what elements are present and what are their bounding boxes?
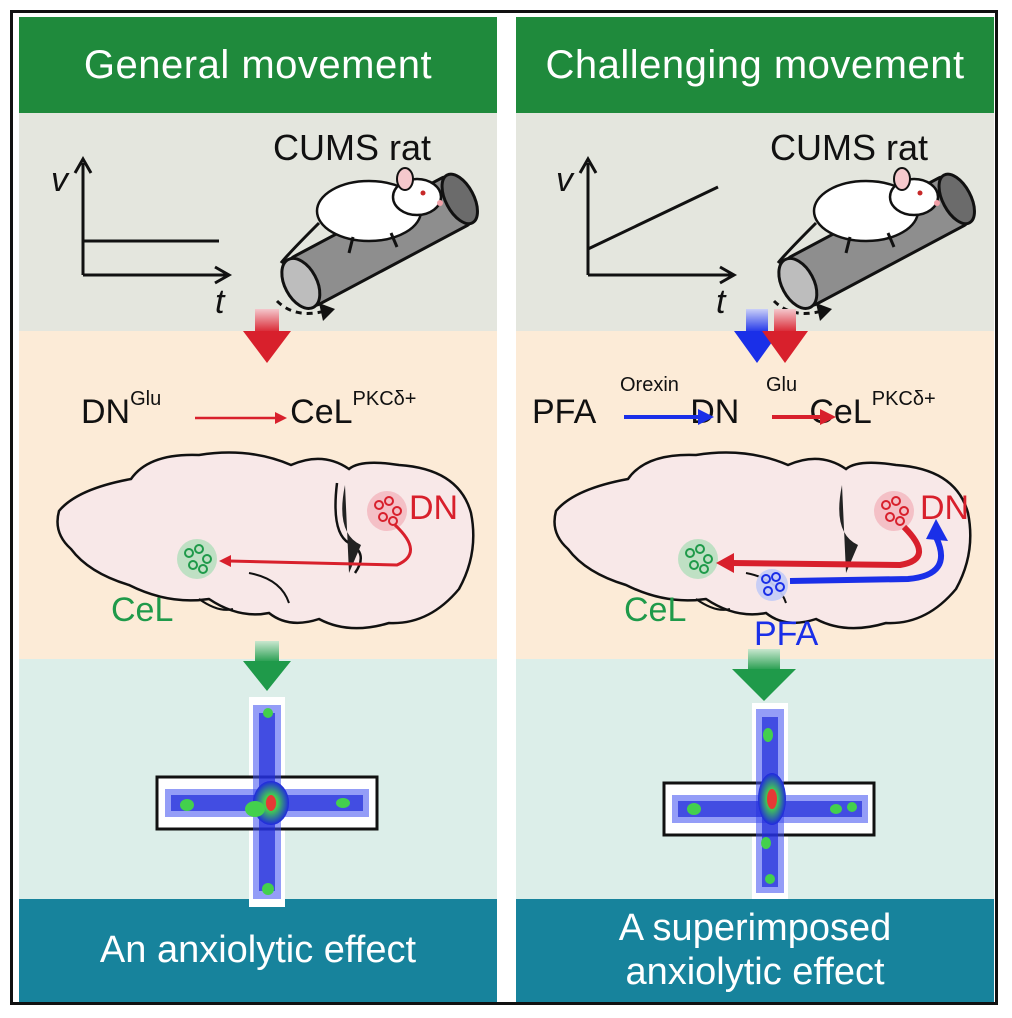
red-down-arrow-icon bbox=[243, 309, 291, 363]
axis-v-label: v bbox=[51, 161, 70, 199]
left-graphics: v t bbox=[51, 155, 479, 907]
footer-superimposed-anxiolytic-effect: A superimposed anxiolytic effect bbox=[516, 899, 994, 1002]
red-down-arrow-icon bbox=[762, 309, 808, 363]
header-challenging-movement: Challenging movement bbox=[516, 17, 994, 113]
velocity-time-graph-icon bbox=[73, 155, 233, 285]
rat-label: CUMS rat bbox=[770, 127, 929, 168]
pathway-red-arrow-icon bbox=[195, 412, 287, 424]
footer-line-2: anxiolytic effect bbox=[625, 950, 885, 993]
panel-challenging-movement: Challenging movement A superimposed anxi… bbox=[516, 13, 994, 1002]
green-down-arrow-icon bbox=[732, 649, 796, 701]
header-general-movement: General movement bbox=[19, 17, 497, 113]
pfa-node: PFA bbox=[532, 393, 597, 431]
pathway-blue-arrow-icon bbox=[624, 409, 714, 425]
plus-maze-heatmap-icon bbox=[155, 697, 379, 907]
panel-general-movement: General movement An anxiolytic effect CU… bbox=[19, 13, 497, 1002]
pfa-node-sup: Orexin bbox=[620, 374, 679, 396]
pathway-red-arrow-icon bbox=[772, 409, 836, 425]
cel-node: CeL bbox=[809, 393, 872, 431]
cel-brain-label: CeL bbox=[111, 591, 173, 629]
rat-on-rotarod-icon bbox=[275, 167, 479, 321]
footer-line-1: A superimposed bbox=[618, 906, 892, 949]
figure-frame: General movement An anxiolytic effect CU… bbox=[10, 10, 998, 1005]
brain-sagittal-icon bbox=[553, 451, 972, 630]
cel-brain-label: CeL bbox=[624, 591, 686, 629]
cel-node-sup: PKCδ+ bbox=[871, 387, 936, 410]
plus-maze-heatmap-icon bbox=[662, 703, 876, 899]
dn-node: DN bbox=[81, 393, 131, 431]
rat-on-rotarod-icon bbox=[772, 167, 976, 321]
rat-label: CUMS rat bbox=[273, 127, 432, 168]
cel-node-sup: PKCδ+ bbox=[352, 387, 417, 410]
axis-t-label: t bbox=[215, 283, 226, 321]
pathway-dn-to-cel: DNGlu CeLPKCδ+ bbox=[81, 388, 416, 432]
pfa-brain-label: PFA bbox=[754, 615, 819, 653]
velocity-time-graph-icon bbox=[578, 155, 738, 285]
green-down-arrow-icon bbox=[243, 641, 291, 691]
axis-v-label: v bbox=[556, 161, 575, 199]
dn-node-sup: Glu bbox=[766, 374, 797, 396]
dn-brain-label: DN bbox=[920, 489, 969, 527]
right-graphics: v t bbox=[553, 155, 976, 899]
axis-t-label: t bbox=[716, 283, 727, 321]
dn-brain-label: DN bbox=[409, 489, 458, 527]
brain-sagittal-icon bbox=[56, 451, 475, 630]
dn-node-sup: Glu bbox=[130, 387, 162, 410]
footer-anxiolytic-effect: An anxiolytic effect bbox=[19, 899, 497, 1002]
cel-node: CeL bbox=[290, 393, 353, 431]
